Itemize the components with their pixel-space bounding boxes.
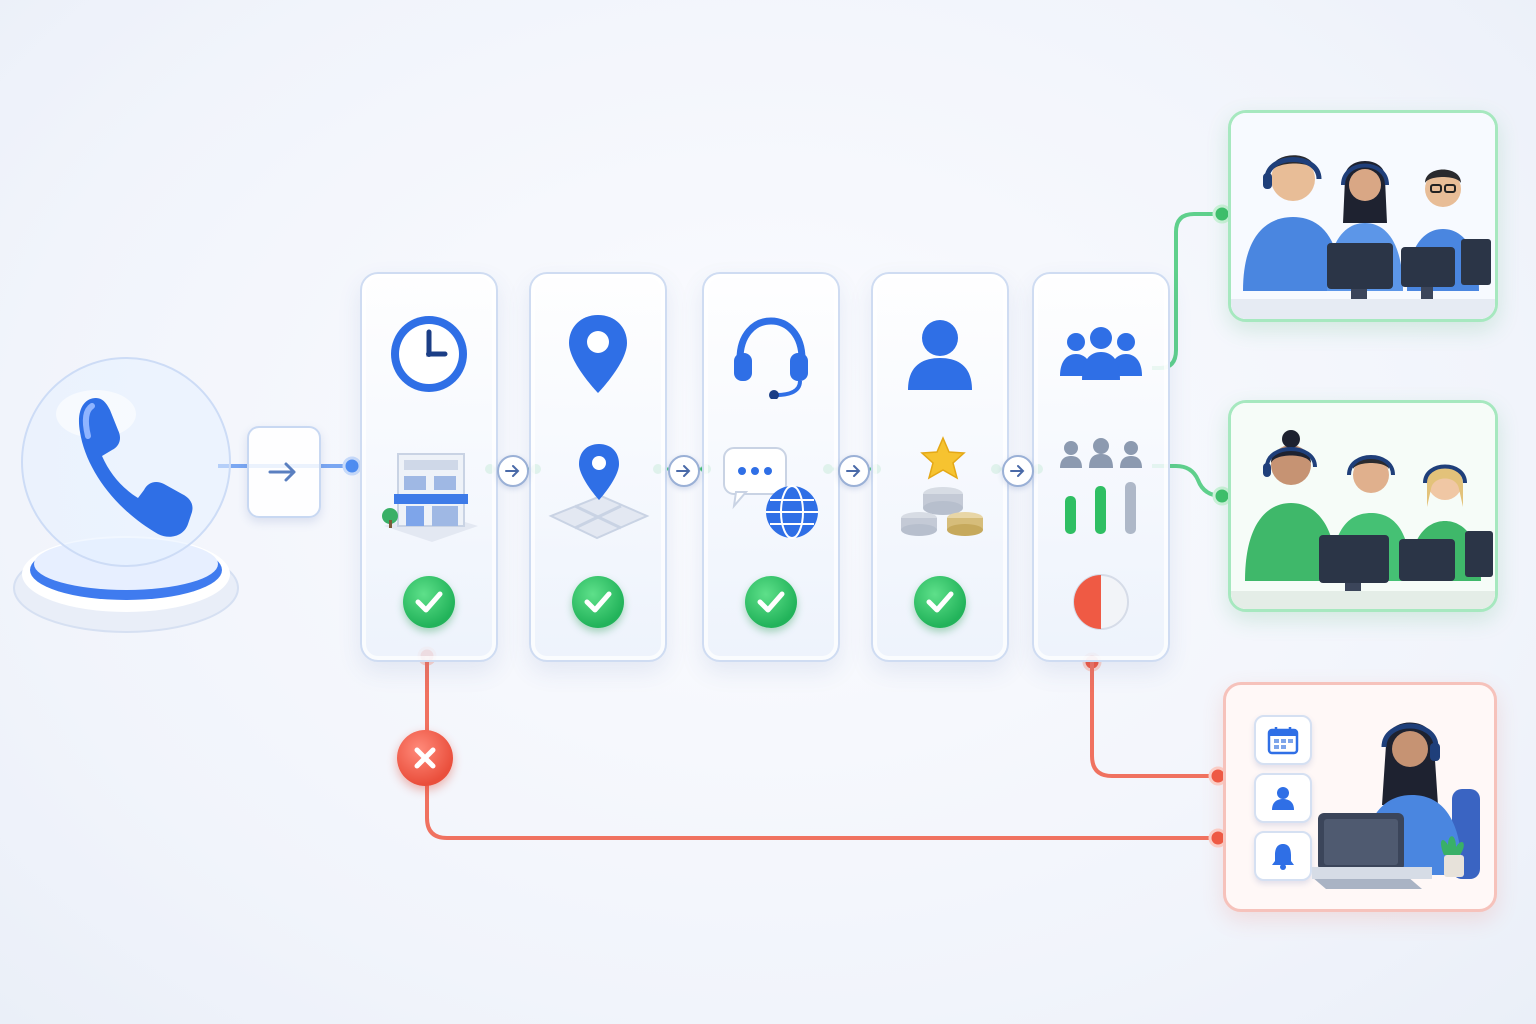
router-step — [247, 426, 321, 518]
location-pin-icon — [569, 315, 627, 393]
incoming-call — [10, 356, 242, 646]
group-icon — [1060, 327, 1142, 380]
calendar-icon[interactable] — [1254, 715, 1312, 765]
star-coins-icon — [901, 436, 983, 536]
storefront-icon — [382, 453, 478, 542]
stage-business-hours — [360, 272, 498, 662]
headset-icon — [734, 317, 808, 399]
arrow-right-icon — [1010, 465, 1025, 477]
availability-bars-icon — [1060, 438, 1142, 534]
route-callback — [1090, 662, 1218, 778]
destination-blue-team — [1228, 110, 1498, 322]
clock-icon — [391, 316, 467, 392]
stage-language — [702, 272, 840, 662]
monitor-icon — [1319, 535, 1389, 593]
arrow-right-icon — [505, 465, 520, 477]
agent-avatar — [1245, 430, 1337, 581]
stage-location — [529, 272, 667, 662]
map-pin-icon — [548, 444, 650, 540]
check-icon — [403, 576, 455, 628]
monitor-icon — [1399, 539, 1455, 581]
next-connector — [497, 455, 529, 487]
user-icon[interactable] — [1254, 773, 1312, 823]
x-icon — [397, 730, 453, 786]
chat-globe-icon — [723, 447, 818, 539]
route-fallback — [425, 656, 1218, 840]
route-green-team — [1152, 464, 1223, 498]
check-icon — [572, 576, 624, 628]
destination-callback-agent — [1223, 682, 1497, 912]
destination-green-team — [1228, 400, 1498, 612]
monitor-icon — [1461, 239, 1491, 285]
bell-icon[interactable] — [1254, 831, 1312, 881]
monitor-icon — [1401, 247, 1455, 299]
arrow-right-icon — [268, 462, 296, 482]
agent-avatar — [1312, 722, 1480, 889]
check-icon — [914, 576, 966, 628]
half-circle-icon — [1073, 574, 1129, 630]
next-connector — [838, 455, 870, 487]
arrow-right-icon — [846, 465, 861, 477]
stage-customer-priority — [871, 272, 1009, 662]
monitor-icon — [1465, 531, 1493, 577]
check-icon — [745, 576, 797, 628]
agent-avatar — [1243, 155, 1341, 291]
next-connector — [1002, 455, 1034, 487]
phone-icon — [78, 398, 193, 537]
entry-node — [342, 456, 362, 476]
arrow-right-icon — [676, 465, 691, 477]
next-connector — [668, 455, 700, 487]
stage-team-availability — [1032, 272, 1170, 662]
user-icon — [908, 320, 972, 390]
